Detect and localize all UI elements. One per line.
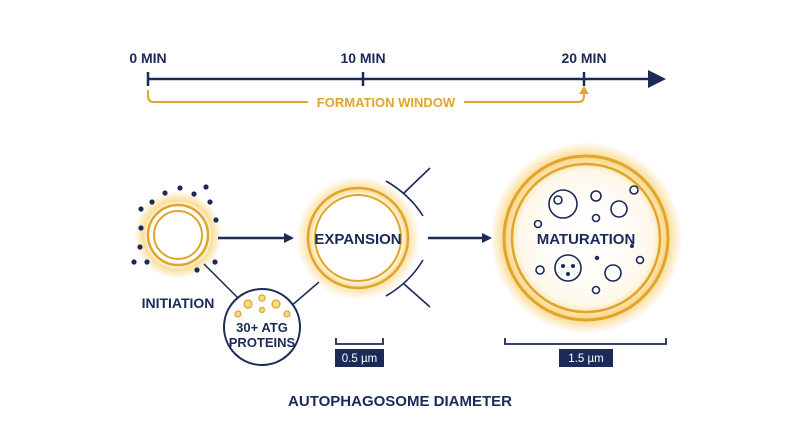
cargo-vesicles <box>533 185 645 295</box>
callout-line-1: 30+ ATG <box>236 320 288 335</box>
cargo-vesicle <box>591 285 601 295</box>
initiation-label: INITIATION <box>142 295 215 311</box>
cargo-vesicle <box>610 200 628 218</box>
expansion-inner-membrane <box>314 194 402 282</box>
formation-window-left <box>147 90 308 103</box>
atg-protein-dots <box>131 184 219 273</box>
cargo-vesicle <box>535 265 545 275</box>
cargo-vesicle <box>533 219 543 229</box>
initiation-inner-membrane <box>153 210 203 260</box>
cargo-particle <box>630 244 634 248</box>
callout-protein-dots <box>234 294 291 318</box>
cargo-vesicle <box>590 190 602 202</box>
expansion-stage: EXPANSION <box>296 167 431 308</box>
timeline-label-0: 0 MIN <box>129 50 166 66</box>
timeline: 0 MIN 10 MIN 20 MIN FORMATION WINDOW <box>129 50 666 110</box>
initiation-stage: INITIATION <box>131 184 222 311</box>
callout-connector-left <box>203 263 241 301</box>
cargo-vesicle-inner <box>553 195 563 205</box>
protein-dot <box>194 267 200 273</box>
cargo-vesicle <box>635 255 645 265</box>
protein-dot <box>234 310 242 318</box>
cargo-vesicle <box>629 185 639 195</box>
timeline-label-20: 20 MIN <box>561 50 606 66</box>
protein-dot <box>144 259 150 265</box>
expansion-membrane-line-top <box>403 167 431 194</box>
scale-bar-large: 1.5 µm <box>504 338 667 367</box>
formation-window-label: FORMATION WINDOW <box>317 95 456 110</box>
protein-dot <box>138 206 144 212</box>
protein-dot <box>258 294 266 302</box>
protein-dot <box>177 185 183 191</box>
maturation-inner-membrane <box>510 162 662 314</box>
maturation-stage: MATURATION <box>490 142 682 334</box>
expansion-membrane-arc-bottom <box>385 259 424 297</box>
scale-label-large: 1.5 µm <box>568 353 603 365</box>
protein-dot <box>207 199 213 205</box>
protein-dot <box>243 299 253 309</box>
protein-dot <box>212 259 218 265</box>
protein-dot <box>283 310 291 318</box>
protein-dot <box>203 184 209 190</box>
formation-window-right <box>464 92 585 103</box>
cargo-particles <box>561 244 634 276</box>
cargo-particle <box>571 264 575 268</box>
protein-dot <box>271 299 281 309</box>
cargo-particle <box>594 255 600 261</box>
cargo-particle <box>566 272 570 276</box>
scale-label-box-large <box>559 349 613 367</box>
cargo-vesicle <box>604 264 622 282</box>
expansion-membrane-line-bottom <box>403 283 431 308</box>
callout-connector-right <box>289 281 320 308</box>
expansion-membrane-arc-top <box>385 180 424 217</box>
maturation-outer-membrane <box>502 154 670 322</box>
scale-label-box-small <box>335 349 384 367</box>
scale-bracket-small <box>335 338 384 345</box>
atg-protein-callout: 30+ ATG PROTEINS <box>203 263 320 366</box>
expansion-label: EXPANSION <box>314 231 401 248</box>
initiation-outer-membrane <box>146 203 210 267</box>
scale-bracket-large <box>504 338 667 345</box>
protein-dot <box>191 191 197 197</box>
cargo-particle <box>561 264 565 268</box>
scale-bar-small: 0.5 µm <box>335 338 384 367</box>
protein-dot <box>138 225 144 231</box>
formation-window-arrowhead <box>579 86 589 94</box>
protein-dot <box>131 259 137 265</box>
protein-dot <box>213 217 219 223</box>
cargo-vesicle <box>591 213 601 223</box>
protein-dot <box>137 244 143 250</box>
protein-dot <box>162 190 168 196</box>
callout-circle <box>223 288 301 366</box>
diagram-caption: AUTOPHAGOSOME DIAMETER <box>288 393 512 410</box>
protein-dot <box>258 306 266 314</box>
protein-dot <box>149 199 155 205</box>
expansion-outer-membrane <box>306 186 410 290</box>
timeline-arrowhead <box>648 70 666 88</box>
scale-label-small: 0.5 µm <box>342 353 377 365</box>
cargo-vesicle <box>554 254 582 282</box>
maturation-label: MATURATION <box>537 231 636 248</box>
cargo-vesicle <box>548 189 578 219</box>
timeline-label-10: 10 MIN <box>340 50 385 66</box>
callout-line-2: PROTEINS <box>229 335 296 350</box>
